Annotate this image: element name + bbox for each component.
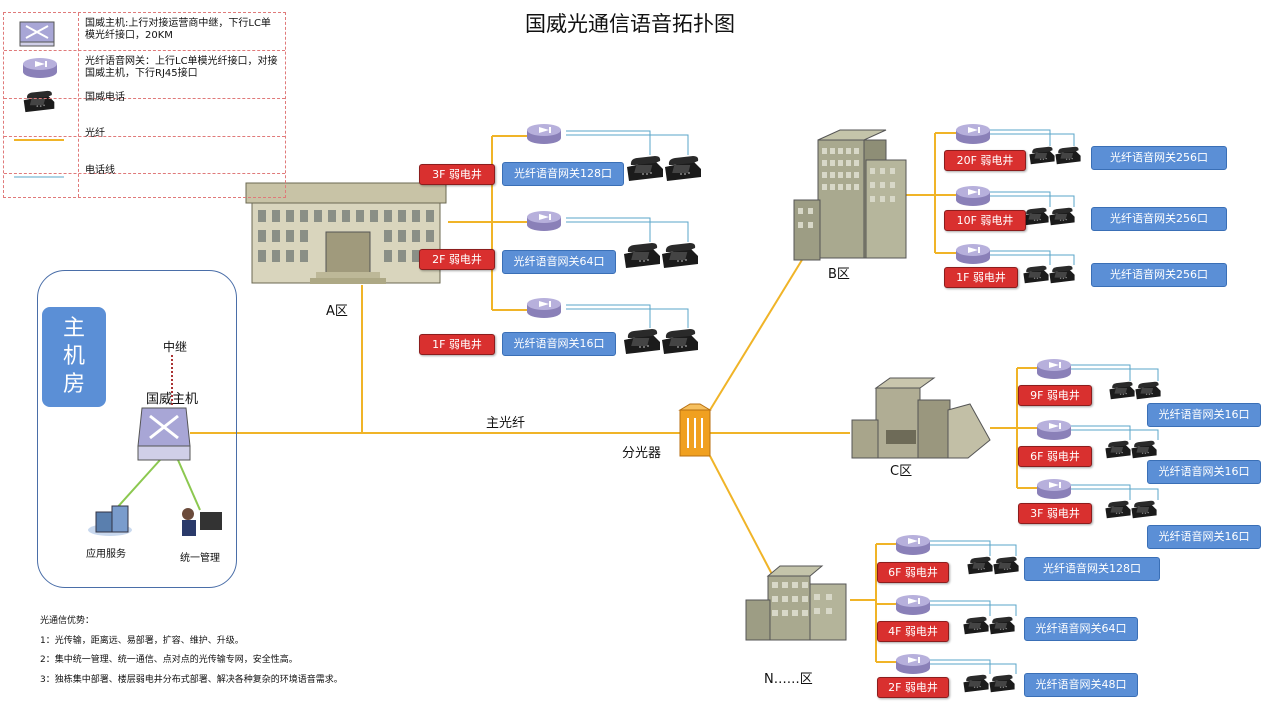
zone-c-label: C区 — [890, 464, 913, 479]
app-service-label: 应用服务 — [86, 549, 126, 560]
tag-a-2f: 2F 弱电井 — [419, 249, 495, 270]
legend-phone-text: 国威电话 — [85, 92, 125, 103]
legend-host-text: 国威主机:上行对接运营商中继，下行LC单模光纤接口，20KM — [85, 18, 271, 41]
tag-b-20f: 20F 弱电井 — [944, 150, 1026, 171]
tag-c-9f: 9F 弱电井 — [1018, 385, 1092, 406]
gateway-b-20f: 光纤语音网关256口 — [1091, 146, 1227, 170]
tag-a-3f: 3F 弱电井 — [419, 164, 495, 185]
zone-n-label: N……区 — [764, 672, 813, 687]
trunk-label: 中继 — [163, 340, 188, 354]
gateway-a-2f: 光纤语音网关64口 — [502, 250, 616, 274]
gateway-n-4f: 光纤语音网关64口 — [1024, 617, 1138, 641]
tag-c-6f: 6F 弱电井 — [1018, 446, 1092, 467]
tag-b-1f: 1F 弱电井 — [944, 267, 1018, 288]
tag-a-1f: 1F 弱电井 — [419, 334, 495, 355]
building-b-icon — [793, 129, 907, 261]
splitter-icon — [678, 403, 712, 457]
legend-gateway-text: 光纤语音网关：上行LC单模光纤接口，对接国威主机，下行RJ45接口 — [85, 56, 278, 79]
notes-item-3: 3：独栋集中部署、楼层弱电井分布式部署、解决各种复杂的环境语音需求。 — [40, 674, 343, 685]
legend-fiber-text: 光纤 — [85, 128, 105, 139]
zone-a-label: A区 — [326, 304, 348, 319]
notes-item-1: 1：光传输，距离远、易部署，扩容、维护、升级。 — [40, 635, 244, 646]
gateway-n-6f: 光纤语音网关128口 — [1024, 557, 1160, 581]
building-c-icon — [851, 377, 991, 459]
host-room-label: 主机房 — [42, 307, 106, 407]
tag-c-3f: 3F 弱电井 — [1018, 503, 1092, 524]
main-fiber-label: 主光纤 — [486, 416, 526, 431]
notes-title: 光通信优势： — [40, 616, 95, 626]
legend: 国威主机:上行对接运营商中继，下行LC单模光纤接口，20KM 光纤语音网关：上行… — [3, 12, 286, 198]
host-switch-icon — [137, 407, 191, 461]
host-room — [37, 270, 237, 588]
legend-host-icon — [19, 21, 55, 47]
notes-item-2: 2：集中统一管理、统一通信、点对点的光传输专网，安全性高。 — [40, 655, 298, 665]
operator-icon — [182, 508, 222, 536]
gateway-b-1f: 光纤语音网关256口 — [1091, 263, 1227, 287]
gateway-c-3f: 光纤语音网关16口 — [1147, 525, 1261, 549]
tag-n-4f: 4F 弱电井 — [877, 621, 949, 642]
host-label: 国威主机 — [146, 392, 199, 407]
building-a-icon — [245, 182, 447, 284]
tag-n-6f: 6F 弱电井 — [877, 562, 949, 583]
advantages-notes: 光通信优势： 1：光传输，距离远、易部署，扩容、维护、升级。 2：集中统一管理、… — [40, 612, 343, 690]
splitter-label: 分光器 — [622, 446, 662, 461]
server-icon — [88, 505, 132, 536]
management-label: 统一管理 — [180, 553, 220, 564]
tag-n-2f: 2F 弱电井 — [877, 677, 949, 698]
legend-phoneline-text: 电话线 — [85, 165, 115, 176]
zone-b-label: B区 — [828, 267, 850, 282]
page-title: 国威光通信语音拓扑图 — [525, 12, 735, 36]
gateway-a-3f: 光纤语音网关128口 — [502, 162, 624, 186]
gateway-c-6f: 光纤语音网关16口 — [1147, 460, 1261, 484]
gateway-n-2f: 光纤语音网关48口 — [1024, 673, 1138, 697]
gateway-a-1f: 光纤语音网关16口 — [502, 332, 616, 356]
gateway-c-9f: 光纤语音网关16口 — [1147, 403, 1261, 427]
tag-b-10f: 10F 弱电井 — [944, 210, 1026, 231]
building-n-icon — [745, 565, 847, 641]
gateway-b-10f: 光纤语音网关256口 — [1091, 207, 1227, 231]
